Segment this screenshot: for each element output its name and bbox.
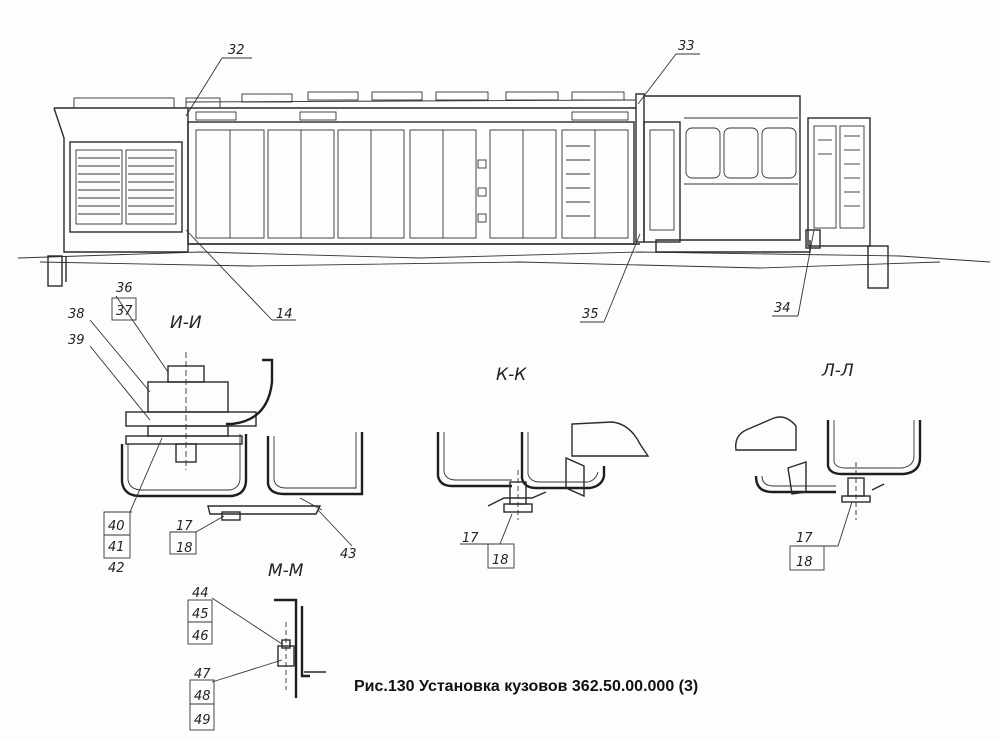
- callout-37: 37: [116, 304, 133, 319]
- callout-35: 35: [582, 307, 599, 322]
- middle-door: [643, 121, 681, 243]
- callout-17-l: 17: [796, 531, 813, 546]
- right-support: [867, 245, 889, 289]
- callout-46: 46: [192, 629, 209, 644]
- section-m-m-view: [187, 597, 326, 731]
- ground-line: [17, 251, 991, 263]
- lower-channel: [120, 434, 248, 498]
- callout-38: 38: [68, 307, 85, 322]
- callout-47: 47: [194, 667, 211, 682]
- cabin-windows: [684, 117, 798, 185]
- hook-bracket: [226, 358, 274, 426]
- callout-18-l: 18: [796, 555, 813, 570]
- section-title-l-l: Л-Л: [821, 361, 854, 381]
- right-narrow-unit: [807, 117, 871, 247]
- callout-45: 45: [192, 607, 209, 622]
- callout-41: 41: [108, 540, 125, 555]
- section-k-k-view: [436, 421, 650, 569]
- roof-vents: [73, 91, 637, 109]
- angle-bracket-l: [735, 416, 797, 451]
- body-elevation-view: [17, 91, 991, 289]
- section-title-i-i: И-И: [170, 313, 202, 333]
- figure-caption: Рис.130 Установка кузовов 362.50.00.000 …: [354, 678, 698, 695]
- cabinet-doors: [195, 129, 629, 239]
- section-title-m-m: М-М: [268, 561, 304, 581]
- callout-14: 14: [276, 307, 293, 322]
- callout-49: 49: [194, 713, 211, 728]
- callout-39: 39: [68, 333, 85, 348]
- callout-43: 43: [340, 547, 357, 562]
- left-grille-box: [69, 141, 183, 233]
- section-i-i-view: [89, 295, 364, 559]
- callout-48: 48: [194, 689, 211, 704]
- section-l-l-view: [735, 416, 922, 571]
- vertical-angle: [274, 598, 298, 698]
- top-view-leaders: [185, 53, 815, 323]
- callout-44: 44: [192, 586, 209, 601]
- base-plate: [207, 505, 322, 515]
- left-support: [47, 255, 63, 287]
- callout-34: 34: [774, 301, 791, 316]
- callout-18-k: 18: [492, 553, 509, 568]
- section-title-k-k: К-К: [496, 365, 527, 385]
- callout-42: 42: [108, 561, 125, 576]
- callout-32: 32: [228, 43, 245, 58]
- callout-17-k: 17: [462, 531, 479, 546]
- angle-bracket-k: [571, 421, 650, 457]
- callout-18-i: 18: [176, 541, 193, 556]
- callout-33: 33: [678, 39, 695, 54]
- callout-40: 40: [108, 519, 125, 534]
- callout-36: 36: [116, 281, 133, 296]
- callout-17-i: 17: [176, 519, 193, 534]
